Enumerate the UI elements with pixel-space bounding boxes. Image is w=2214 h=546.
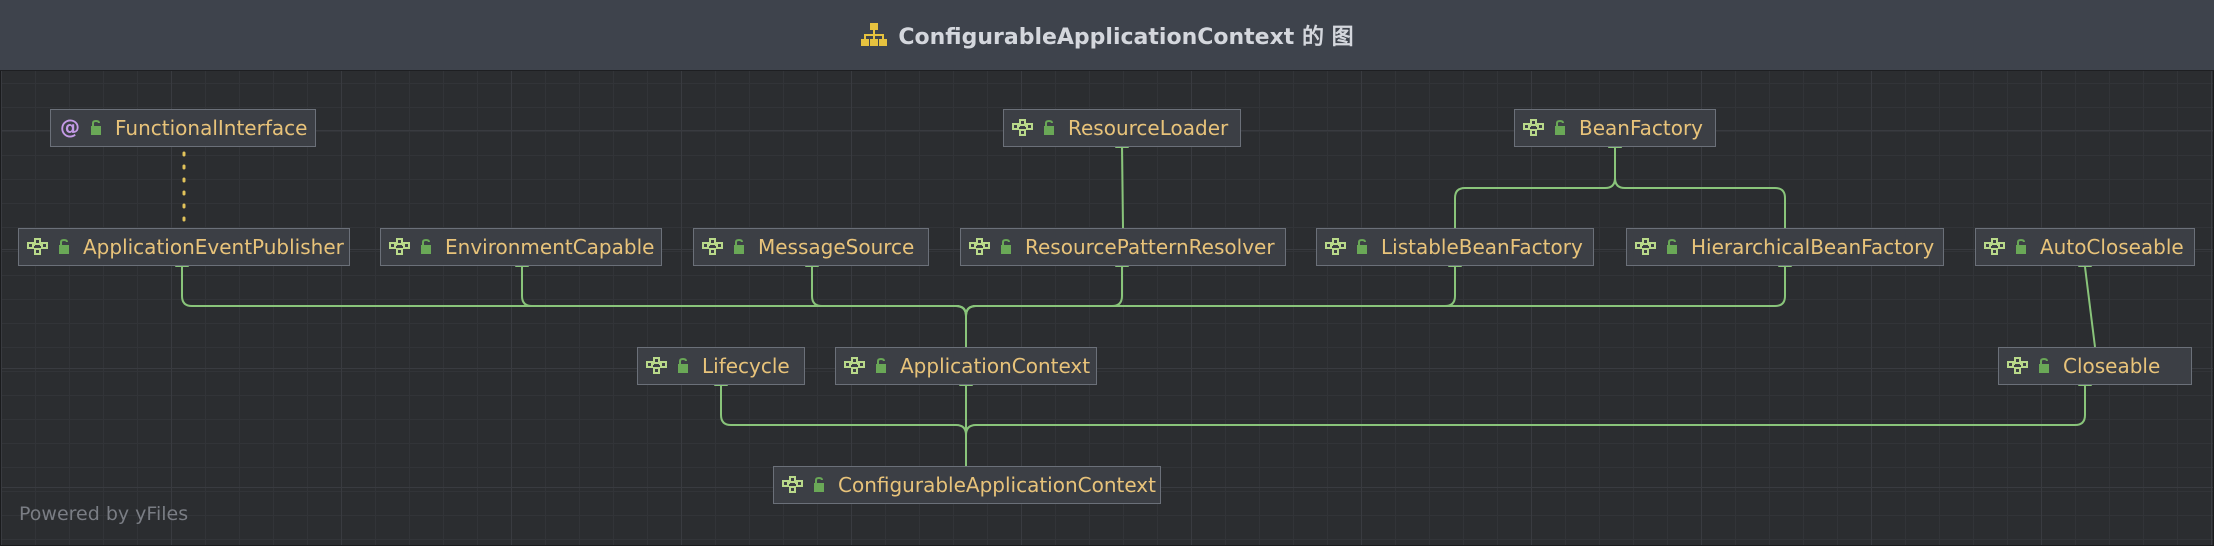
interface-icon <box>2007 357 2029 375</box>
edge-listablebeanfactory-to-beanfactory <box>1454 134 1622 228</box>
lock-icon <box>81 120 103 136</box>
node-auto-closeable[interactable]: AutoCloseable <box>1975 228 2195 266</box>
edge-applicationcontext-to-hierarchicalbeanfactory <box>965 253 1792 347</box>
interface-icon <box>389 238 411 256</box>
node-message-source[interactable]: MessageSource <box>693 228 929 266</box>
lock-icon <box>49 239 71 255</box>
node-application-event-publisher[interactable]: ApplicationEventPublisher <box>18 228 350 266</box>
lock-icon <box>1657 239 1679 255</box>
node-label: ListableBeanFactory <box>1381 235 1583 259</box>
node-lifecycle[interactable]: Lifecycle <box>637 347 805 385</box>
node-hierarchical-bean-factory[interactable]: HierarchicalBeanFactory <box>1626 228 1944 266</box>
node-environment-capable[interactable]: EnvironmentCapable <box>380 228 662 266</box>
lock-icon <box>724 239 746 255</box>
node-closeable[interactable]: Closeable <box>1998 347 2192 385</box>
node-application-context[interactable]: ApplicationContext <box>835 347 1097 385</box>
interface-icon <box>27 238 49 256</box>
diagram-title: ConfigurableApplicationContext 的 图 <box>898 25 1354 50</box>
node-configurable-application-context[interactable]: ConfigurableApplicationContext <box>773 466 1161 504</box>
annotation-icon: @ <box>59 117 81 139</box>
node-label: EnvironmentCapable <box>445 235 655 259</box>
lock-icon <box>2029 358 2051 374</box>
lock-icon <box>804 477 826 493</box>
node-label: HierarchicalBeanFactory <box>1691 235 1935 259</box>
lock-icon <box>2006 239 2028 255</box>
lock-icon <box>1347 239 1369 255</box>
node-label: Lifecycle <box>702 354 790 378</box>
edge-configurableapplicationcontext-to-closeable <box>965 372 2092 466</box>
lock-icon <box>411 239 433 255</box>
node-label: ApplicationEventPublisher <box>83 235 344 259</box>
node-label: BeanFactory <box>1579 116 1704 140</box>
lock-icon <box>668 358 690 374</box>
interface-icon <box>844 357 866 375</box>
node-resource-pattern-resolver[interactable]: ResourcePatternResolver <box>960 228 1286 266</box>
node-label: ResourcePatternResolver <box>1025 235 1275 259</box>
node-label: ConfigurableApplicationContext <box>838 473 1156 497</box>
interface-icon <box>969 238 991 256</box>
node-label: Closeable <box>2063 354 2161 378</box>
interface-icon <box>646 357 668 375</box>
interface-icon <box>1325 238 1347 256</box>
node-resource-loader[interactable]: ResourceLoader <box>1003 109 1241 147</box>
node-listable-bean-factory[interactable]: ListableBeanFactory <box>1316 228 1594 266</box>
interface-icon <box>1523 119 1545 137</box>
node-label: AutoCloseable <box>2040 235 2184 259</box>
svg-text:@: @ <box>60 117 80 139</box>
title-bar: ConfigurableApplicationContext 的 图 <box>0 0 2214 71</box>
interface-icon <box>1635 238 1657 256</box>
interface-icon <box>1012 119 1034 137</box>
node-label: MessageSource <box>758 235 915 259</box>
edge-resourcepatternresolver-to-resourceloader <box>1115 134 1129 229</box>
interface-icon <box>1984 238 2006 256</box>
node-label: FunctionalInterface <box>115 116 308 140</box>
edge-applicationcontext-to-messagesource <box>805 253 967 347</box>
lock-icon <box>991 239 1013 255</box>
node-functional-interface[interactable]: @ FunctionalInterface <box>50 109 316 147</box>
interface-icon <box>702 238 724 256</box>
lock-icon <box>1034 120 1056 136</box>
interface-icon <box>782 476 804 494</box>
edge-hierarchicalbeanfactory-to-beanfactory <box>1608 134 1786 228</box>
powered-by-label: Powered by yFiles <box>19 503 189 525</box>
node-bean-factory[interactable]: BeanFactory <box>1514 109 1716 147</box>
edge-closeable-to-autocloseable <box>2078 253 2096 348</box>
edge-configurableapplicationcontext-to-lifecycle <box>714 372 967 466</box>
lock-icon <box>866 358 888 374</box>
lock-icon <box>1545 120 1567 136</box>
hierarchy-icon <box>861 23 888 46</box>
node-label: ApplicationContext <box>900 354 1091 378</box>
node-label: ResourceLoader <box>1068 116 1229 140</box>
